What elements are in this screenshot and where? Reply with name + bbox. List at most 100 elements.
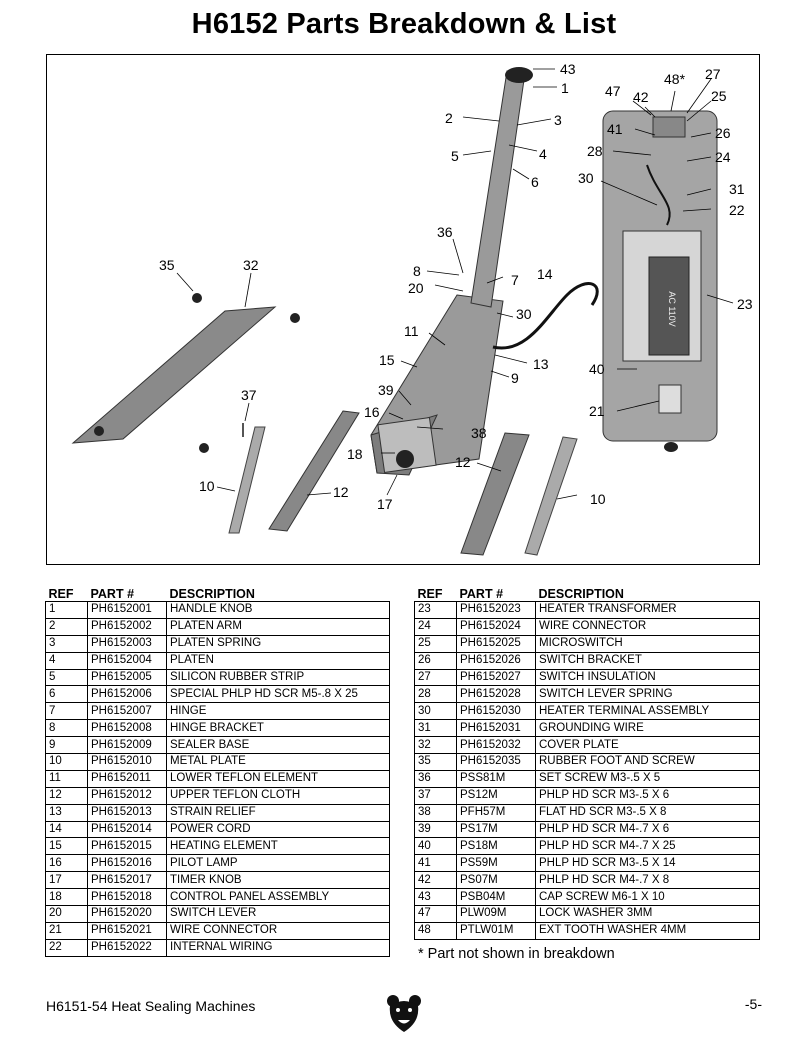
footer-model: H6151-54 Heat Sealing Machines bbox=[46, 998, 256, 1014]
part-description-cell: SWITCH INSULATION bbox=[535, 668, 760, 687]
part-ref-cell: 12 bbox=[45, 786, 88, 805]
callout-41: 41 bbox=[607, 121, 623, 137]
part-description-cell: PLATEN ARM bbox=[166, 617, 390, 636]
callout-16: 16 bbox=[364, 404, 380, 420]
metal-plate-right-shape bbox=[524, 436, 578, 556]
part-description-cell: HINGE bbox=[166, 702, 390, 721]
header-ref: REF bbox=[48, 587, 74, 601]
part-ref-cell: 9 bbox=[45, 736, 88, 755]
microswitch-shape bbox=[652, 116, 686, 138]
part-ref-cell: 24 bbox=[414, 617, 457, 636]
part-description-cell: STRAIN RELIEF bbox=[166, 803, 390, 822]
part-number-cell: PH6152026 bbox=[456, 651, 536, 670]
part-description-cell: HANDLE KNOB bbox=[166, 601, 390, 619]
part-description-cell: SEALER BASE bbox=[166, 736, 390, 755]
part-number-cell: PH6152014 bbox=[87, 820, 167, 839]
part-description-cell: RUBBER FOOT AND SCREW bbox=[535, 753, 760, 771]
part-ref-cell: 37 bbox=[414, 786, 457, 805]
callout-42: 42 bbox=[633, 89, 649, 105]
part-number-cell: PH6152012 bbox=[87, 786, 167, 805]
part-number-cell: PH6152025 bbox=[456, 634, 536, 653]
part-description-cell: PHLP HD SCR M3-.5 X 6 bbox=[535, 786, 760, 805]
part-description-cell: GROUNDING WIRE bbox=[535, 719, 760, 738]
part-ref-cell: 41 bbox=[414, 854, 457, 873]
header-description: DESCRIPTION bbox=[169, 587, 255, 601]
part-number-cell: PLW09M bbox=[456, 905, 536, 923]
part-ref-cell: 2 bbox=[45, 617, 88, 636]
callout-35: 35 bbox=[159, 257, 175, 273]
callout-8: 8 bbox=[413, 263, 421, 279]
part-number-cell: PH6152032 bbox=[456, 736, 536, 755]
part-number-cell: PH6152001 bbox=[87, 601, 167, 619]
callout-25: 25 bbox=[711, 88, 727, 104]
part-number-cell: PH6152018 bbox=[87, 888, 167, 907]
table-header-row: REF PART # DESCRIPTION bbox=[46, 582, 390, 602]
part-description-cell: MICROSWITCH bbox=[535, 634, 760, 653]
part-ref-cell: 8 bbox=[45, 719, 88, 738]
part-ref-cell: 48 bbox=[414, 921, 457, 940]
callout-5: 5 bbox=[451, 148, 459, 164]
part-ref-cell: 25 bbox=[414, 634, 457, 653]
part-number-cell: PH6152002 bbox=[87, 617, 167, 636]
part-description-cell: SILICON RUBBER STRIP bbox=[166, 668, 390, 687]
part-number-cell: PH6152004 bbox=[87, 651, 167, 670]
part-description-cell: LOWER TEFLON ELEMENT bbox=[166, 769, 390, 788]
callout-10-right: 10 bbox=[590, 491, 606, 507]
part-ref-cell: 13 bbox=[45, 803, 88, 822]
part-number-cell: PSS81M bbox=[456, 769, 536, 788]
part-ref-cell: 1 bbox=[45, 601, 88, 619]
exploded-view-drawing: AC 110V bbox=[71, 61, 753, 556]
part-ref-cell: 5 bbox=[45, 668, 88, 687]
callout-30-internal: 30 bbox=[578, 170, 594, 186]
part-description-cell: PLATEN SPRING bbox=[166, 634, 390, 653]
part-number-cell: PH6152022 bbox=[87, 938, 167, 957]
part-number-cell: PH6152031 bbox=[456, 719, 536, 738]
part-number-cell: PH6152027 bbox=[456, 668, 536, 687]
callout-12-right: 12 bbox=[455, 454, 471, 470]
callout-3: 3 bbox=[554, 112, 562, 128]
callout-1: 1 bbox=[561, 80, 569, 96]
callout-27: 27 bbox=[705, 66, 721, 82]
part-description-cell: HEATER TERMINAL ASSEMBLY bbox=[535, 702, 760, 721]
part-number-cell: PH6152021 bbox=[87, 921, 167, 940]
part-description-cell: SWITCH LEVER SPRING bbox=[535, 685, 760, 704]
part-number-cell: PH6152005 bbox=[87, 668, 167, 687]
header-description: DESCRIPTION bbox=[538, 587, 624, 601]
callout-14: 14 bbox=[537, 266, 553, 282]
part-number-cell: PTLW01M bbox=[456, 921, 536, 940]
part-description-cell: METAL PLATE bbox=[166, 753, 390, 771]
panel-label: AC 110V bbox=[667, 291, 677, 326]
callout-30: 30 bbox=[516, 306, 532, 322]
part-ref-cell: 23 bbox=[414, 601, 457, 619]
part-ref-cell: 10 bbox=[45, 753, 88, 771]
part-number-cell: PS17M bbox=[456, 820, 536, 839]
callout-18: 18 bbox=[347, 446, 363, 462]
grizzly-bear-logo bbox=[387, 995, 421, 1032]
header-part: PART # bbox=[459, 587, 504, 601]
callout-26: 26 bbox=[715, 125, 731, 141]
part-ref-cell: 6 bbox=[45, 685, 88, 704]
part-description-cell: WIRE CONNECTOR bbox=[535, 617, 760, 636]
part-description-cell: UPPER TEFLON CLOTH bbox=[166, 786, 390, 805]
part-description-cell: PLATEN bbox=[166, 651, 390, 670]
callout-10-left: 10 bbox=[199, 478, 215, 494]
callout-40: 40 bbox=[589, 361, 605, 377]
callout-24: 24 bbox=[715, 149, 731, 165]
callout-38: 38 bbox=[471, 425, 487, 441]
